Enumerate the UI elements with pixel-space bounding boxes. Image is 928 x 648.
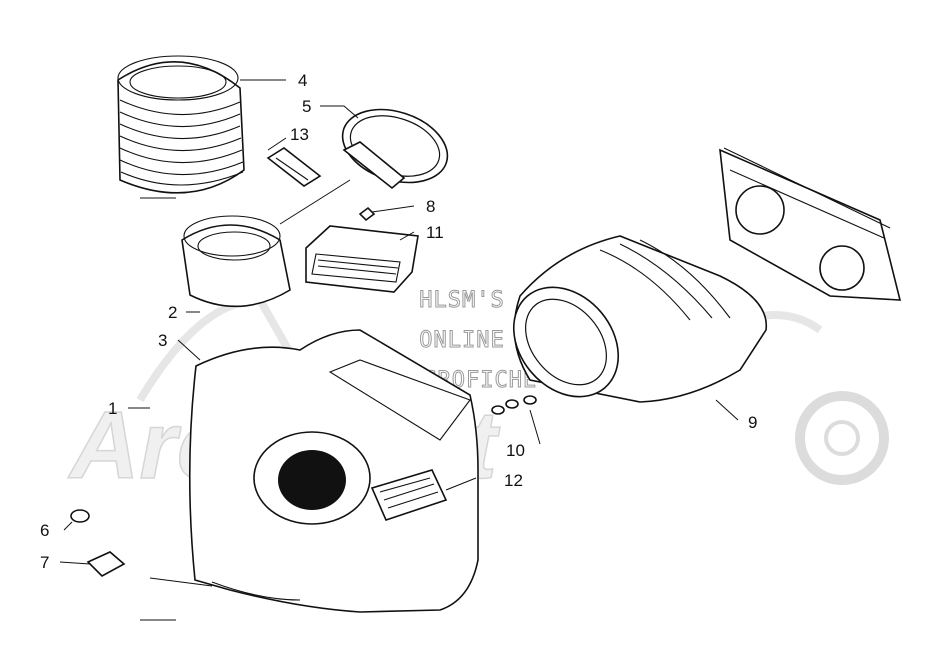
part-8-screw [358, 206, 376, 222]
callout-9: 9 [748, 413, 757, 432]
part-4-bellows-boot [117, 55, 245, 194]
callout-8: 8 [426, 197, 435, 216]
watermark-line-2: ONLINE [419, 328, 504, 353]
part-7-bracket [86, 551, 126, 577]
part-5-clamp [341, 108, 449, 190]
part-2-adapter-ring [181, 215, 291, 308]
part-13-strip [266, 147, 322, 187]
callout-labels: 4 5 13 8 11 2 3 1 9 10 12 6 7 [40, 71, 757, 572]
callout-3: 3 [158, 331, 167, 350]
part-11-decal-box [305, 225, 419, 293]
watermark-wheel-icon [795, 391, 889, 485]
callout-13: 13 [290, 125, 309, 144]
callout-7: 7 [40, 553, 49, 572]
callout-5: 5 [302, 97, 311, 116]
callout-11: 11 [426, 223, 444, 242]
callout-12: 12 [504, 471, 523, 490]
part-6-grommet [70, 509, 90, 523]
part-9-intake-duct [512, 235, 768, 403]
callout-2: 2 [168, 303, 177, 322]
callout-1: 1 [108, 399, 117, 418]
leader-lines [59, 79, 739, 621]
part-10-fasteners [491, 395, 537, 415]
callout-10: 10 [506, 441, 525, 460]
part-1-airbox [188, 329, 479, 613]
watermark-line-1: HLSM'S [419, 288, 504, 313]
carburetor-assembly [719, 147, 902, 301]
callout-6: 6 [40, 521, 49, 540]
callout-4: 4 [298, 71, 307, 90]
